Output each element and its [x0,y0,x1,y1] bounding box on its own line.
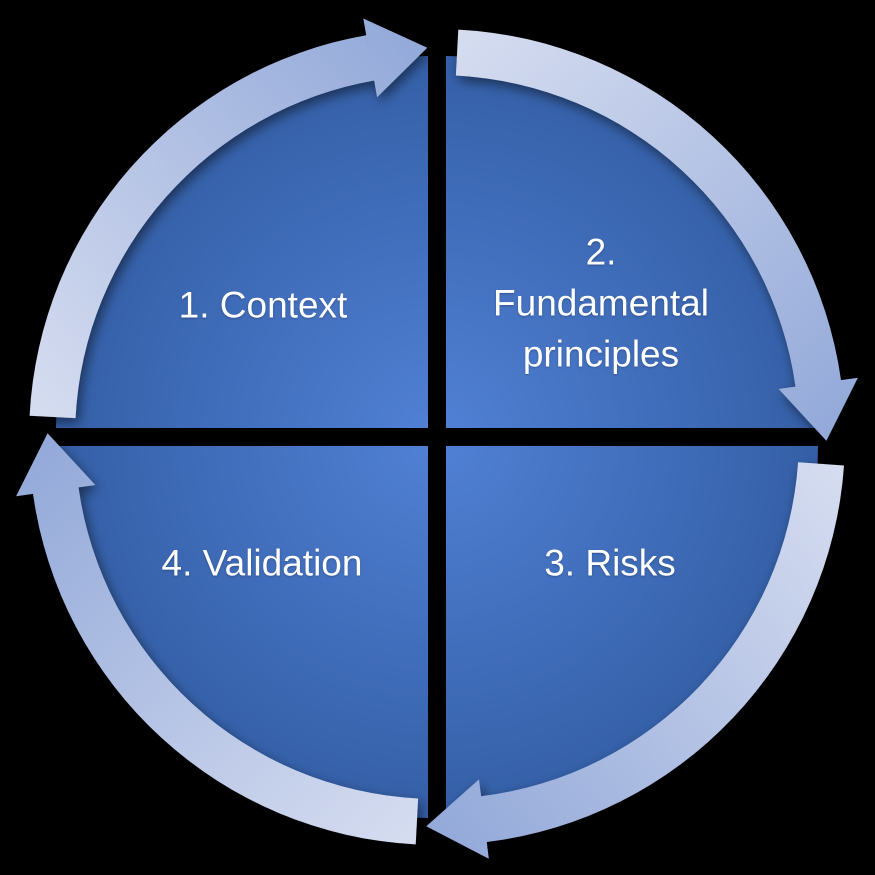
segment-2-fundamental-principles [446,56,818,428]
segment-4-validation [56,446,428,818]
cycle-arrow-top-left-icon [29,18,428,419]
cycle-arrows-group [16,18,858,859]
cycle-arrow-top-right-icon [455,29,858,441]
cycle-arrow-bottom-right-icon [426,462,844,859]
segment-3-risks [446,446,818,818]
cycle-arrow-bottom-left-icon [16,433,419,845]
segments-group [56,56,818,818]
segment-1-context [56,56,428,428]
